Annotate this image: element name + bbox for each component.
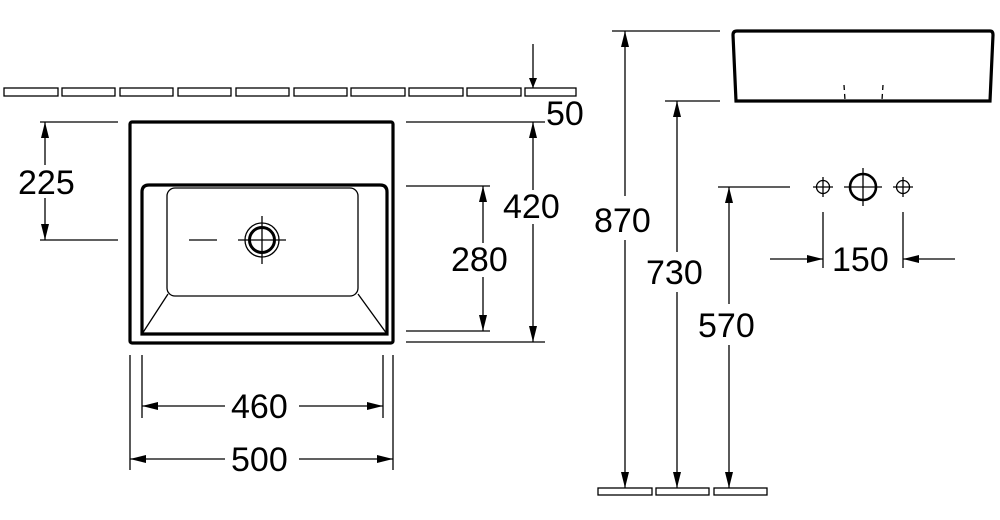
- tap-outlets-icon: [813, 168, 913, 206]
- basin-plan-view: [128, 120, 395, 345]
- dim-wall-gap: 50: [546, 95, 584, 133]
- dim-width-bowl: 460: [231, 388, 288, 426]
- dim-depth-outer: 420: [503, 188, 560, 226]
- dim-width-outer: 500: [231, 441, 288, 479]
- dim-height-top: 870: [594, 202, 651, 240]
- dim-height-bottom: 730: [646, 254, 703, 292]
- drain-icon: [238, 216, 286, 264]
- dim-height-wall-outlet: 570: [698, 307, 755, 345]
- wall-tiles: [3, 87, 577, 97]
- floor-tiles: [597, 487, 768, 496]
- dim-depth-bowl: 280: [451, 241, 508, 279]
- dim-outlet-spacing: 150: [832, 241, 889, 279]
- basin-side-view: [731, 29, 995, 103]
- dim-drain-from-wall: 225: [18, 164, 75, 202]
